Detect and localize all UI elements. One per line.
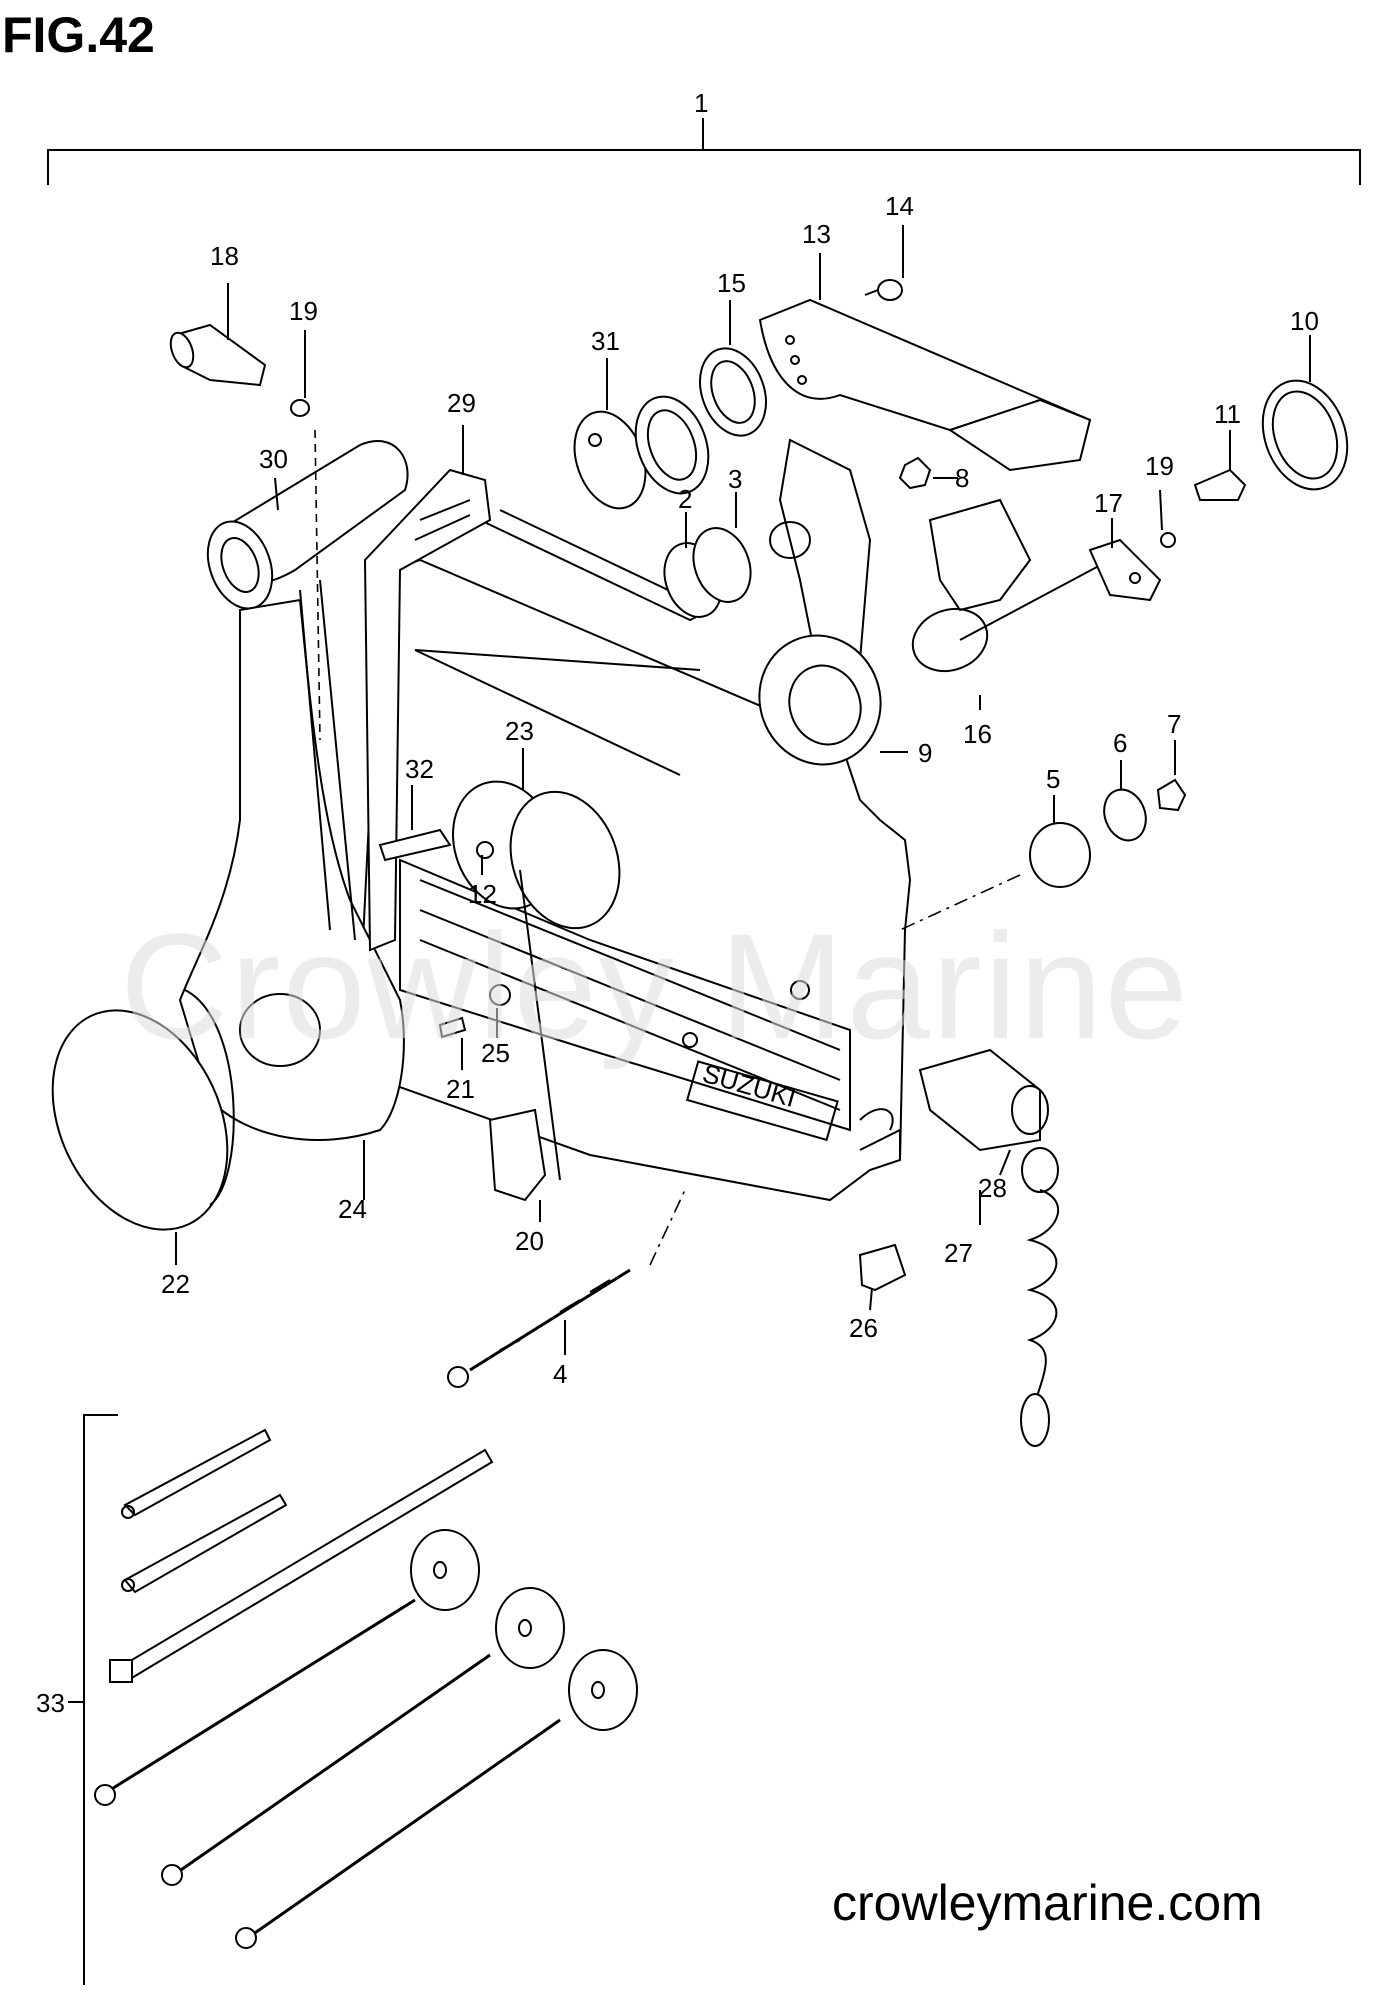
callout-15: 15 [717, 268, 746, 298]
left-mechanism [378, 780, 621, 1202]
part-4-long-bolt [447, 1189, 686, 1388]
callout-4: 4 [553, 1359, 567, 1389]
callout-11: 11 [1214, 399, 1241, 429]
callout-1: 1 [694, 88, 708, 118]
callout-19-right: 19 [1145, 451, 1174, 481]
right-bushings [899, 778, 1187, 931]
callout-22: 22 [161, 1269, 190, 1299]
callout-14: 14 [885, 191, 914, 221]
callout-8: 8 [955, 463, 969, 493]
callout-24: 24 [338, 1194, 367, 1224]
center-mechanism [663, 438, 1111, 766]
callout-26: 26 [849, 1313, 878, 1343]
callout-20: 20 [515, 1226, 544, 1256]
callout-32: 32 [405, 754, 434, 784]
callout-25: 25 [481, 1038, 510, 1068]
callout-19-left: 19 [289, 296, 318, 326]
leader-lines [175, 225, 1311, 1355]
kit-bracket-33 [68, 1414, 118, 1985]
callout-31: 31 [591, 326, 620, 356]
callout-9: 9 [918, 738, 932, 768]
lever-arm [178, 440, 409, 1141]
kit-33-parts [94, 1428, 638, 1949]
callout-16: 16 [963, 719, 992, 749]
callout-10: 10 [1290, 306, 1319, 336]
website-url: crowleymarine.com [832, 1875, 1263, 1931]
key-switch [858, 1048, 1060, 1447]
callout-18: 18 [210, 241, 239, 271]
callout-2: 2 [678, 484, 692, 514]
callout-28: 28 [978, 1173, 1007, 1203]
callout-7: 7 [1167, 709, 1181, 739]
callout-33: 33 [36, 1688, 65, 1718]
figure-title: FIG.42 [2, 7, 155, 63]
callout-6: 6 [1113, 728, 1127, 758]
watermark-text: Crowley Marine [120, 902, 1190, 1070]
callout-17: 17 [1094, 488, 1123, 518]
part-22-cap [51, 989, 235, 1231]
part-18-grip-knob [169, 323, 321, 741]
callout-29: 29 [447, 388, 476, 418]
callout-12: 12 [468, 879, 497, 909]
assembly-bracket-top [47, 118, 1361, 185]
callout-21: 21 [446, 1074, 475, 1104]
bracket-29 [363, 468, 492, 952]
callout-27: 27 [944, 1238, 973, 1268]
upper-mechanism [573, 279, 1092, 510]
right-upper-parts [1088, 379, 1349, 602]
callout-13: 13 [802, 219, 831, 249]
callout-30: 30 [259, 444, 288, 474]
callout-23: 23 [505, 716, 534, 746]
callout-3: 3 [728, 464, 742, 494]
callout-5: 5 [1046, 764, 1060, 794]
